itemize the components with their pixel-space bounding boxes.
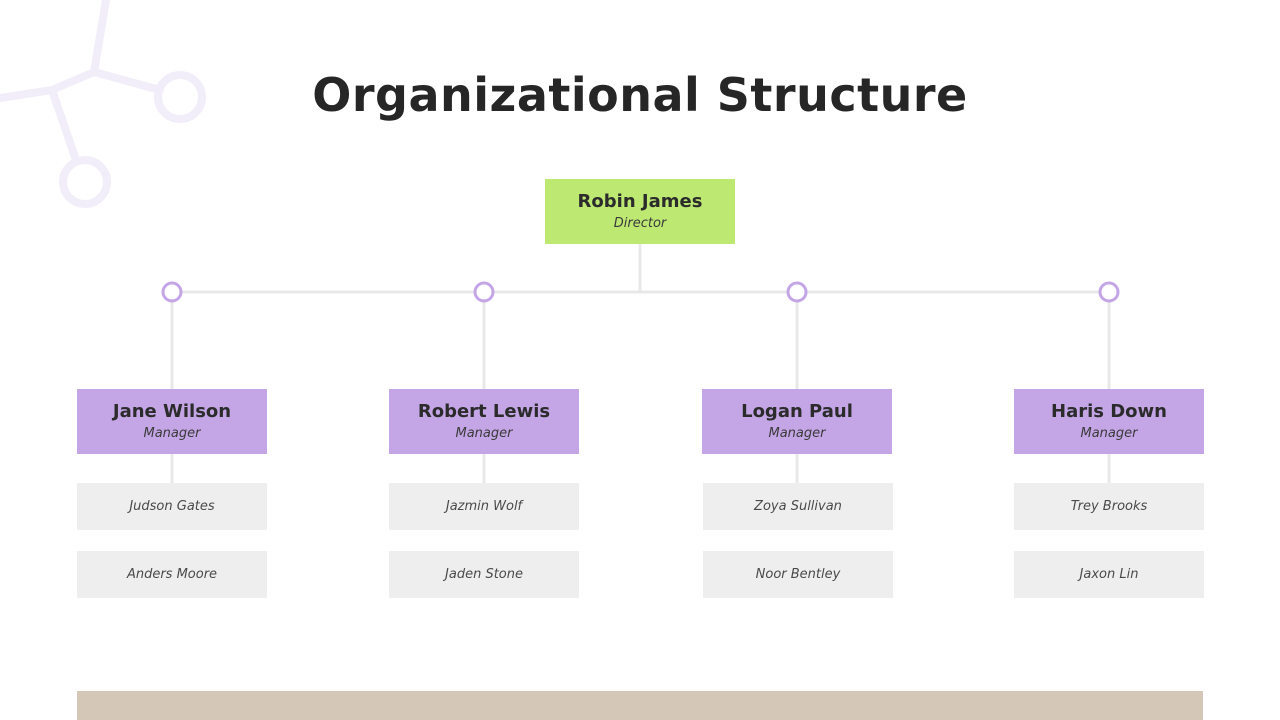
manager-name: Logan Paul [741, 401, 853, 422]
manager-role: Manager [1080, 426, 1138, 441]
manager-box-1: Jane Wilson Manager [77, 389, 267, 454]
team-member-box: Jazmin Wolf [389, 483, 579, 530]
manager-box-3: Logan Paul Manager [702, 389, 892, 454]
manager-name: Robert Lewis [417, 401, 551, 422]
team-member-box: Jaden Stone [389, 551, 579, 598]
manager-box-4: Haris Down Manager [1014, 389, 1204, 454]
node-circle-1 [161, 281, 183, 303]
team-member-box: Zoya Sullivan [703, 483, 893, 530]
manager-box-2: Robert Lewis Manager [389, 389, 579, 454]
team-member-box: Trey Brooks [1014, 483, 1204, 530]
team-member-box: Jaxon Lin [1014, 551, 1204, 598]
page-title: Organizational Structure [312, 68, 968, 122]
molecule-decoration-icon [0, 0, 206, 208]
manager-role: Manager [768, 426, 826, 441]
director-role: Director [613, 216, 667, 231]
manager-role: Manager [143, 426, 201, 441]
manager-role: Manager [455, 426, 513, 441]
director-name: Robin James [577, 191, 703, 212]
team-member-box: Noor Bentley [703, 551, 893, 598]
node-circle-3 [786, 281, 808, 303]
footer-bar [77, 691, 1203, 720]
team-member-box: Anders Moore [77, 551, 267, 598]
manager-name: Haris Down [1051, 401, 1167, 422]
manager-name: Jane Wilson [112, 401, 232, 422]
team-member-box: Judson Gates [77, 483, 267, 530]
director-box: Robin James Director [545, 179, 735, 244]
node-circle-4 [1098, 281, 1120, 303]
node-circle-2 [473, 281, 495, 303]
